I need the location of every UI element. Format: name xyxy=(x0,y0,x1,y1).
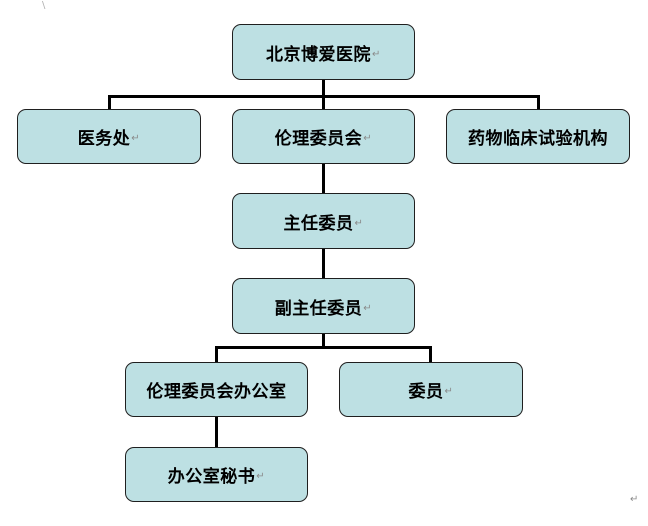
paragraph-mark: ↵ xyxy=(131,133,141,144)
node-ethics-office: 伦理委员会办公室 xyxy=(125,362,308,417)
node-director: 主任委员↵ xyxy=(232,193,415,249)
connector-to-ethics-committee xyxy=(322,95,325,109)
paragraph-mark: ↵ xyxy=(444,386,454,397)
node-office-secretary: 办公室秘书↵ xyxy=(125,447,308,502)
node-ethics-committee: 伦理委员会↵ xyxy=(232,109,415,164)
connector-vice-down xyxy=(322,334,325,348)
connector-to-members xyxy=(429,346,432,362)
connector-to-drug-trial-institution xyxy=(537,95,540,109)
paragraph-mark: ↵ xyxy=(256,471,266,482)
node-ethics-committee-label: 伦理委员会 xyxy=(274,129,363,149)
connector-to-ethics-office xyxy=(215,346,218,362)
corner-marker: \ xyxy=(42,0,46,11)
paragraph-mark: ↵ xyxy=(363,133,373,144)
connector-root-down xyxy=(322,80,325,97)
connector-director-to-vice xyxy=(322,249,325,278)
paragraph-mark: ↵ xyxy=(363,302,373,314)
connector-to-medical-affairs xyxy=(108,95,111,109)
paragraph-mark: ↵ xyxy=(354,217,364,229)
node-drug-trial-institution: 药物临床试验机构 xyxy=(446,109,630,164)
node-medical-affairs: 医务处↵ xyxy=(17,109,201,164)
connector-office-to-secretary xyxy=(215,417,218,447)
node-drug-trial-institution-label: 药物临床试验机构 xyxy=(468,129,608,149)
connector-ethics-to-director xyxy=(322,164,325,193)
paragraph-mark: ↵ xyxy=(372,48,381,60)
node-members-label: 委员 xyxy=(408,382,444,402)
node-office-secretary-label: 办公室秘书 xyxy=(167,467,256,487)
node-vice-director-label: 副主任委员 xyxy=(274,298,363,319)
node-director-label: 主任委员 xyxy=(283,213,354,234)
node-root: 北京博爱医院↵ xyxy=(232,24,415,80)
node-vice-director: 副主任委员↵ xyxy=(232,278,415,334)
node-root-label: 北京博爱医院 xyxy=(266,44,372,65)
connector-level5-horizontal xyxy=(215,346,432,349)
node-members: 委员↵ xyxy=(339,362,523,417)
node-medical-affairs-label: 医务处 xyxy=(77,129,131,149)
paragraph-mark: ↵ xyxy=(630,494,639,505)
node-ethics-office-label: 伦理委员会办公室 xyxy=(146,382,287,402)
